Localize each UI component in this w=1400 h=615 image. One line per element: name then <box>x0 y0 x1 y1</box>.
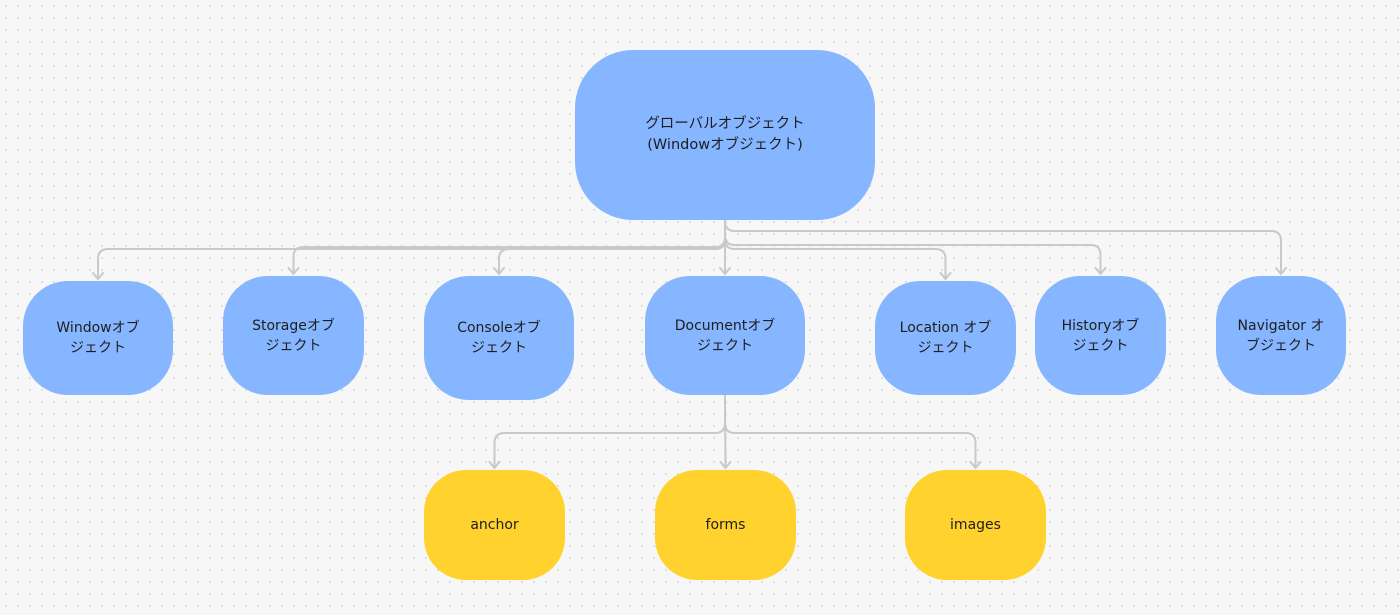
node-global-object[interactable]: グローバルオブジェクト (Windowオブジェクト) <box>575 50 875 220</box>
arrowhead-root-navigator <box>1275 267 1287 276</box>
connector-document-anchor <box>493 395 726 468</box>
node-forms-label: forms <box>705 517 746 533</box>
arrowhead-root-storage <box>287 267 300 276</box>
arrowhead-root-history <box>1094 267 1107 276</box>
node-images-label: images <box>950 517 1001 533</box>
arrowhead-document-images <box>969 461 982 470</box>
node-anchor[interactable]: anchor <box>424 470 565 580</box>
node-storage-object[interactable]: Storageオブ ジェクト <box>223 276 364 395</box>
arrowhead-root-window <box>92 272 104 281</box>
arrowhead-root-location <box>939 272 952 281</box>
connector-document-images <box>724 395 977 468</box>
node-anchor-label: anchor <box>470 517 519 533</box>
arrowhead-document-forms <box>719 461 732 470</box>
node-window-object-label: Windowオブ ジェクト <box>56 320 140 356</box>
arrowhead-root-document <box>719 267 731 276</box>
connector-root-location <box>724 220 947 279</box>
connector-root-navigator <box>724 220 1282 274</box>
node-console-object-label: Consoleオブ ジェクト <box>457 320 541 356</box>
arrowhead-document-anchor <box>488 461 501 470</box>
node-location-object-label: Location オブ ジェクト <box>899 320 992 356</box>
connector-root-storage <box>292 220 726 274</box>
node-storage-object-label: Storageオブ ジェクト <box>252 317 335 354</box>
node-images[interactable]: images <box>905 470 1046 580</box>
node-navigator-object[interactable]: Navigator オ ブジェクト <box>1216 276 1346 395</box>
arrowhead-root-console <box>493 267 505 276</box>
node-history-object[interactable]: Historyオブ ジェクト <box>1035 276 1166 395</box>
node-document-object-label: Documentオブ ジェクト <box>674 317 776 354</box>
node-location-object[interactable]: Location オブ ジェクト <box>875 281 1016 395</box>
node-navigator-object-label: Navigator オ ブジェクト <box>1237 317 1325 354</box>
node-document-object[interactable]: Documentオブ ジェクト <box>645 276 805 395</box>
node-global-object-label: グローバルオブジェクト (Windowオブジェクト) <box>645 116 805 153</box>
node-forms[interactable]: forms <box>655 470 796 580</box>
node-window-object[interactable]: Windowオブ ジェクト <box>23 281 173 395</box>
node-history-object-label: Historyオブ ジェクト <box>1061 317 1140 354</box>
node-console-object[interactable]: Consoleオブ ジェクト <box>424 276 574 400</box>
connector-root-history <box>724 220 1102 274</box>
